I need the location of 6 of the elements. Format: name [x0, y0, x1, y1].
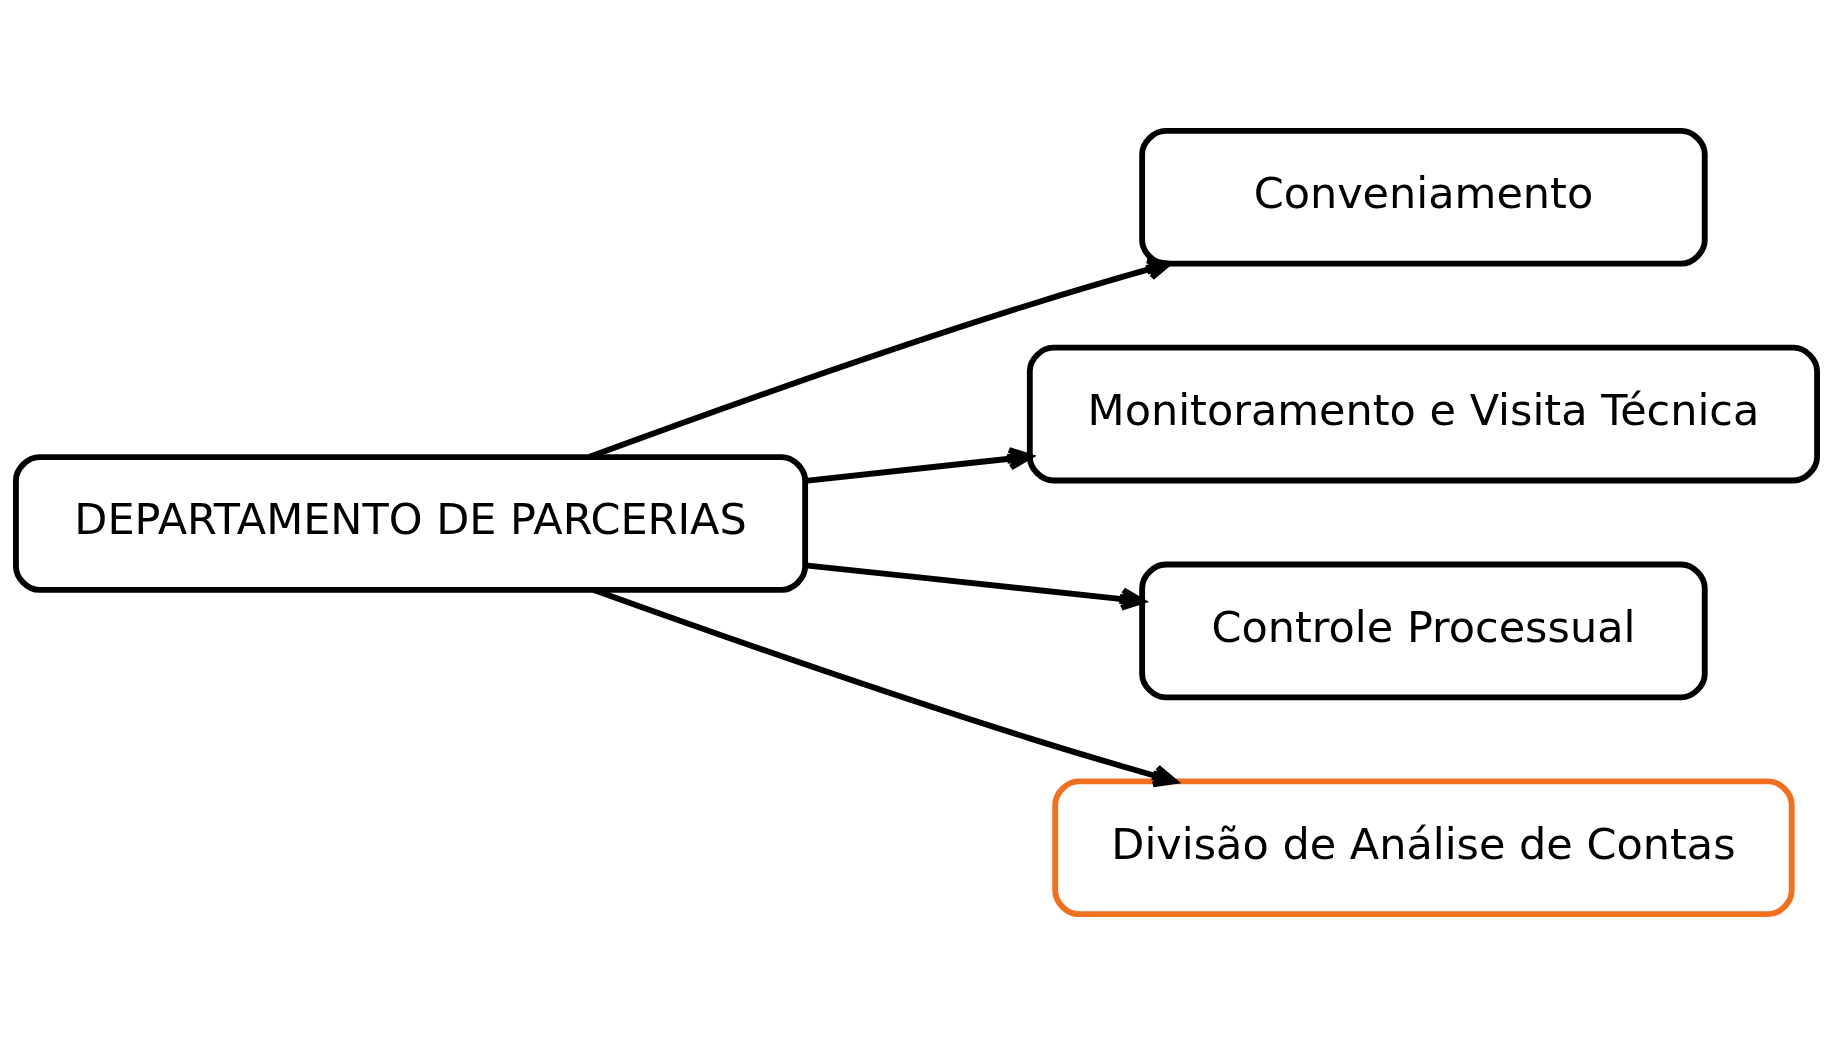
- node-box: Divisão de Análise de Contas: [1052, 778, 1795, 918]
- node-box: Monitoramento e Visita Técnica: [1026, 344, 1820, 484]
- node-box: Conveniamento: [1139, 127, 1708, 267]
- arrow: [592, 587, 1178, 788]
- node-box: Controle Processual: [1139, 561, 1708, 701]
- node-box: DEPARTAMENTO DE PARCERIAS: [13, 454, 809, 593]
